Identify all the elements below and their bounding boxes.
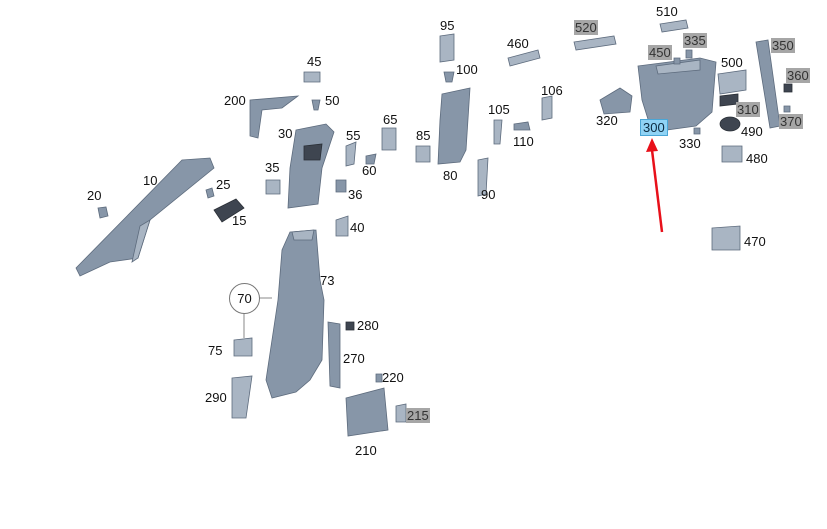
part-290-cover[interactable] [231, 375, 253, 419]
label-300-highlighted[interactable]: 300 [640, 119, 668, 136]
part-80-c-pillar[interactable] [437, 87, 471, 165]
part-60-clip[interactable] [365, 153, 377, 165]
part-73-b-pillar-lower[interactable] [265, 229, 325, 399]
part-100-clip[interactable] [443, 71, 455, 83]
label-95[interactable]: 95 [440, 18, 455, 33]
part-45-clip[interactable] [303, 71, 321, 83]
part-450-clip[interactable] [673, 57, 681, 65]
label-25[interactable]: 25 [216, 177, 231, 192]
label-500[interactable]: 500 [721, 55, 743, 70]
part-90-bracket[interactable] [477, 157, 489, 197]
label-105[interactable]: 105 [488, 102, 510, 117]
label-20[interactable]: 20 [87, 188, 102, 203]
part-110-screw[interactable] [513, 121, 531, 131]
label-520[interactable]: 520 [574, 20, 598, 35]
part-215-clip[interactable] [395, 403, 407, 423]
label-50[interactable]: 50 [325, 93, 340, 108]
part-300-d-pillar-trim[interactable] [637, 57, 717, 133]
part-360-clip[interactable] [783, 83, 793, 93]
part-210-cover[interactable] [345, 387, 389, 437]
part-25-screw[interactable] [205, 187, 215, 199]
label-360[interactable]: 360 [786, 68, 810, 83]
part-105-clip[interactable] [493, 119, 503, 145]
part-55-bracket[interactable] [345, 141, 357, 167]
label-335[interactable]: 335 [683, 33, 707, 48]
part-200-bracket[interactable] [249, 95, 300, 139]
part-75-clip[interactable] [233, 337, 253, 357]
label-73[interactable]: 73 [320, 273, 335, 288]
label-35[interactable]: 35 [265, 160, 280, 175]
part-520-strip[interactable] [573, 35, 617, 51]
label-90[interactable]: 90 [481, 187, 496, 202]
label-200[interactable]: 200 [224, 93, 246, 108]
label-470[interactable]: 470 [744, 234, 766, 249]
label-220[interactable]: 220 [382, 370, 404, 385]
part-10-a-pillar-trim[interactable] [75, 157, 215, 277]
label-480[interactable]: 480 [746, 151, 768, 166]
part-460-handle[interactable] [507, 49, 541, 67]
part-95-bracket[interactable] [439, 33, 455, 63]
label-45[interactable]: 45 [307, 54, 322, 69]
label-290[interactable]: 290 [205, 390, 227, 405]
label-215[interactable]: 215 [406, 408, 430, 423]
part-36-clip[interactable] [335, 179, 347, 193]
leader-lines [243, 297, 272, 338]
label-110[interactable]: 110 [513, 134, 534, 149]
part-35-clip[interactable] [265, 179, 281, 195]
part-280-clip[interactable] [345, 321, 355, 331]
label-40[interactable]: 40 [350, 220, 365, 235]
label-270[interactable]: 270 [343, 351, 365, 366]
label-60[interactable]: 60 [362, 163, 377, 178]
callout-circle-70: 70 [229, 283, 260, 314]
part-65-cover[interactable] [381, 127, 397, 151]
label-490[interactable]: 490 [741, 124, 763, 139]
label-210[interactable]: 210 [355, 443, 377, 458]
label-30[interactable]: 30 [278, 126, 293, 141]
label-280[interactable]: 280 [357, 318, 379, 333]
label-450[interactable]: 450 [648, 45, 672, 60]
label-100[interactable]: 100 [456, 62, 478, 77]
part-480-cover[interactable] [721, 145, 743, 163]
label-55[interactable]: 55 [346, 128, 361, 143]
part-335-clip[interactable] [685, 49, 693, 59]
part-30-b-pillar-upper[interactable] [287, 123, 335, 209]
label-65[interactable]: 65 [383, 112, 398, 127]
label-10[interactable]: 10 [143, 173, 158, 188]
label-36[interactable]: 36 [348, 187, 363, 202]
highlight-arrow [646, 138, 664, 233]
label-330[interactable]: 330 [679, 136, 701, 151]
label-70: 70 [237, 291, 252, 306]
label-106[interactable]: 106 [541, 83, 563, 98]
part-330-clip[interactable] [693, 127, 701, 135]
label-510[interactable]: 510 [656, 4, 678, 19]
part-270-trim-strip[interactable] [327, 321, 341, 389]
part-500-cover[interactable] [717, 69, 747, 95]
label-310[interactable]: 310 [736, 102, 760, 117]
label-80[interactable]: 80 [443, 168, 458, 183]
part-50-screw[interactable] [311, 99, 321, 111]
part-40-bracket[interactable] [335, 215, 349, 237]
part-85-clip[interactable] [415, 145, 431, 163]
part-20-clip[interactable] [97, 206, 109, 219]
part-320-cover[interactable] [599, 87, 633, 115]
part-370-clip[interactable] [783, 105, 791, 113]
label-460[interactable]: 460 [507, 36, 529, 51]
part-220-screw[interactable] [375, 373, 383, 383]
label-320[interactable]: 320 [596, 113, 618, 128]
label-85[interactable]: 85 [416, 128, 431, 143]
label-75[interactable]: 75 [208, 343, 223, 358]
label-15[interactable]: 15 [232, 213, 247, 228]
part-490-speaker[interactable] [719, 116, 741, 132]
label-370[interactable]: 370 [779, 114, 803, 129]
part-510-handle[interactable] [659, 19, 689, 33]
label-350[interactable]: 350 [771, 38, 795, 53]
part-106-clip[interactable] [541, 95, 553, 121]
part-15-speaker-grille[interactable] [213, 198, 245, 223]
part-470-cover[interactable] [711, 225, 741, 251]
